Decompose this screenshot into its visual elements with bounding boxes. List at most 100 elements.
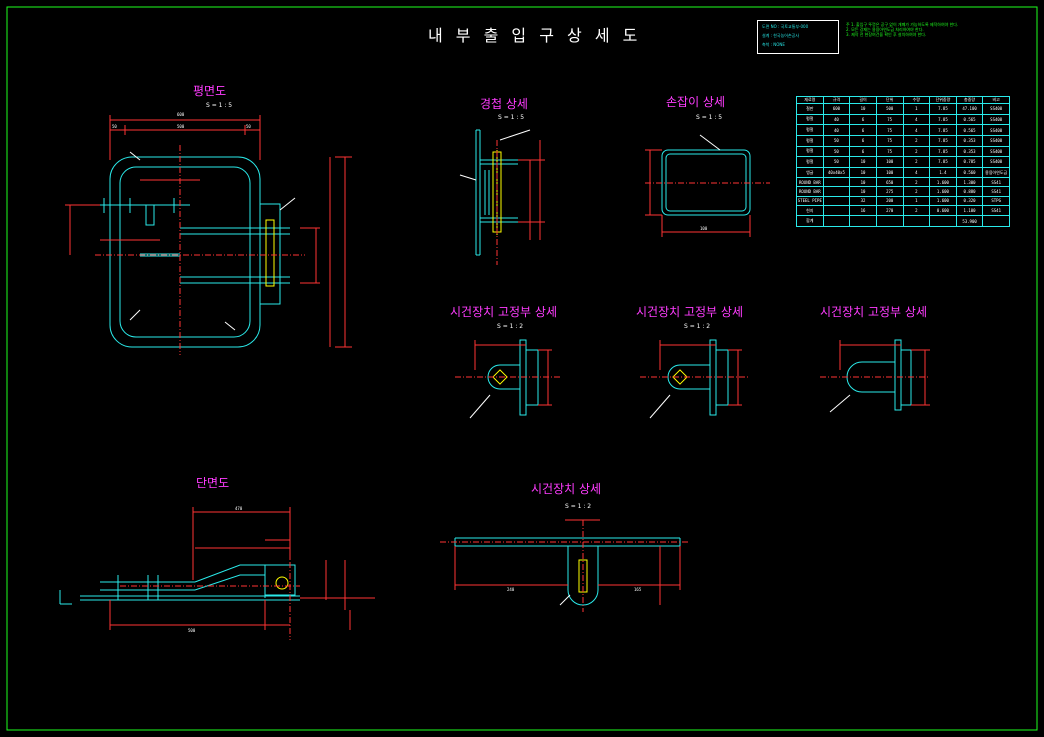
table-cell: SS41 bbox=[982, 177, 1010, 188]
info-line-2: 설계 : 한국농어촌공사 bbox=[762, 33, 800, 38]
table-cell: 용융아연도금 bbox=[982, 166, 1010, 179]
table-cell: 75 bbox=[875, 113, 904, 126]
table-cell: 500 bbox=[875, 103, 904, 115]
table-cell bbox=[982, 215, 1010, 227]
table-cell: 7.85 bbox=[929, 113, 957, 126]
table-cell: 10 bbox=[849, 177, 877, 188]
table-cell: 270 bbox=[875, 204, 904, 217]
lock-fix-3-title: 시건장치 고정부 상세 bbox=[820, 305, 927, 319]
drawing-info-box: 도면 NO : 국토교통부-000 설계 : 한국농어촌공사 축척 : NONE bbox=[757, 20, 839, 54]
coaming-detail bbox=[459, 129, 545, 265]
table-cell: SS400 bbox=[982, 145, 1010, 158]
section-view bbox=[59, 507, 375, 640]
plan-right-dim: 50 bbox=[246, 124, 251, 129]
table-cell: 275 bbox=[875, 186, 904, 197]
table-cell: 10 bbox=[849, 103, 877, 115]
bom-header-cell: 총중량 bbox=[955, 96, 984, 104]
table-cell bbox=[902, 215, 931, 227]
table-cell: 평철 bbox=[796, 156, 824, 168]
table-cell: SS400 bbox=[982, 124, 1010, 136]
table-cell bbox=[822, 177, 851, 188]
table-cell: 평철 bbox=[796, 124, 824, 136]
bom-header-cell: 비고 bbox=[982, 96, 1010, 104]
note-line: 2. 모든 강재는 용융아연도금 처리하여야 한다. bbox=[846, 27, 924, 32]
table-cell: STEEL PIPE bbox=[796, 195, 824, 206]
table-cell bbox=[875, 215, 904, 227]
table-cell: 50 bbox=[822, 145, 851, 158]
section-view-title: 단면도 bbox=[196, 476, 230, 490]
table-cell: 7.85 bbox=[929, 145, 957, 158]
table-cell: 600 bbox=[822, 103, 851, 115]
table-cell: SS400 bbox=[982, 113, 1010, 126]
table-cell: 0.600 bbox=[929, 204, 957, 217]
table-cell bbox=[822, 204, 851, 217]
table-cell: 합계 bbox=[796, 215, 824, 227]
lock-scale: S = 1 : 2 bbox=[565, 503, 592, 510]
coaming-detail-title: 경첩 상세 bbox=[480, 97, 528, 111]
table-cell: 200 bbox=[875, 195, 904, 206]
table-cell: 1.100 bbox=[955, 204, 984, 217]
lock-detail-title: 시건장치 상세 bbox=[531, 482, 602, 496]
bom-header-cell: 재료명 bbox=[796, 96, 824, 104]
note-line: 주 1. 출입구 뚜껑은 공구 없이 개폐가 가능하도록 제작하여야 한다. bbox=[846, 22, 959, 27]
table-cell bbox=[849, 215, 877, 227]
table-cell: 75 bbox=[875, 145, 904, 158]
handle-width-dim: 100 bbox=[700, 226, 708, 231]
table-cell: ROUND BAR bbox=[796, 186, 824, 197]
table-cell bbox=[822, 186, 851, 197]
handle-detail-title: 손잡이 상세 bbox=[666, 95, 726, 109]
plan-left-dim: 50 bbox=[112, 124, 117, 129]
table-cell: 0.353 bbox=[955, 134, 984, 147]
table-cell: 0.353 bbox=[955, 145, 984, 158]
table-cell: 1.600 bbox=[929, 195, 957, 206]
table-cell: 4 bbox=[902, 166, 931, 179]
section-total-dim: 470 bbox=[235, 506, 243, 511]
table-cell: 2 bbox=[902, 134, 931, 147]
table-cell: 7.85 bbox=[929, 103, 957, 115]
table-cell: 4 bbox=[902, 113, 931, 126]
table-cell: 1 bbox=[902, 195, 931, 206]
bom-header-cell: 규격 bbox=[822, 96, 851, 104]
lock-fix-1-title: 시건장치 고정부 상세 bbox=[450, 305, 557, 319]
bom-header-cell: 단위 bbox=[875, 96, 904, 104]
table-cell: 앵글 bbox=[796, 166, 824, 179]
table-cell: 16 bbox=[849, 204, 877, 217]
table-cell: 철판 bbox=[796, 103, 824, 115]
table-cell: 40 bbox=[822, 124, 851, 136]
table-cell: SS400 bbox=[982, 134, 1010, 147]
table-cell bbox=[822, 195, 851, 206]
info-line-1: 도면 NO : 국토교통부-000 bbox=[762, 24, 809, 29]
table-cell: 1.600 bbox=[929, 186, 957, 197]
table-cell: 100 bbox=[875, 156, 904, 168]
plan-view-title: 평면도 bbox=[193, 84, 227, 98]
table-cell: 75 bbox=[875, 124, 904, 136]
plan-scale: S = 1 : 5 bbox=[206, 102, 233, 109]
table-cell bbox=[822, 215, 851, 227]
table-cell: STPG bbox=[982, 195, 1010, 206]
table-cell: ROUND BAR bbox=[796, 177, 824, 188]
bom-header-cell: 수량 bbox=[902, 96, 931, 104]
lock-fix-2-scale: S = 1 : 2 bbox=[684, 323, 711, 330]
table-cell: 힌지 bbox=[796, 204, 824, 217]
bom-header-row: 재료명 규격 길이 단위 수량 단위중량 총중량 비고 bbox=[796, 96, 1010, 104]
coaming-scale: S = 1 : 5 bbox=[498, 114, 525, 121]
handle-scale: S = 1 : 5 bbox=[696, 114, 723, 121]
table-cell: 100 bbox=[875, 166, 904, 179]
lock-detail bbox=[440, 519, 690, 612]
lock-fix-2-title: 시건장치 고정부 상세 bbox=[636, 305, 743, 319]
table-cell: 6 bbox=[849, 134, 877, 147]
table-cell: SS41 bbox=[982, 204, 1010, 217]
table-cell: SS41 bbox=[982, 186, 1010, 197]
